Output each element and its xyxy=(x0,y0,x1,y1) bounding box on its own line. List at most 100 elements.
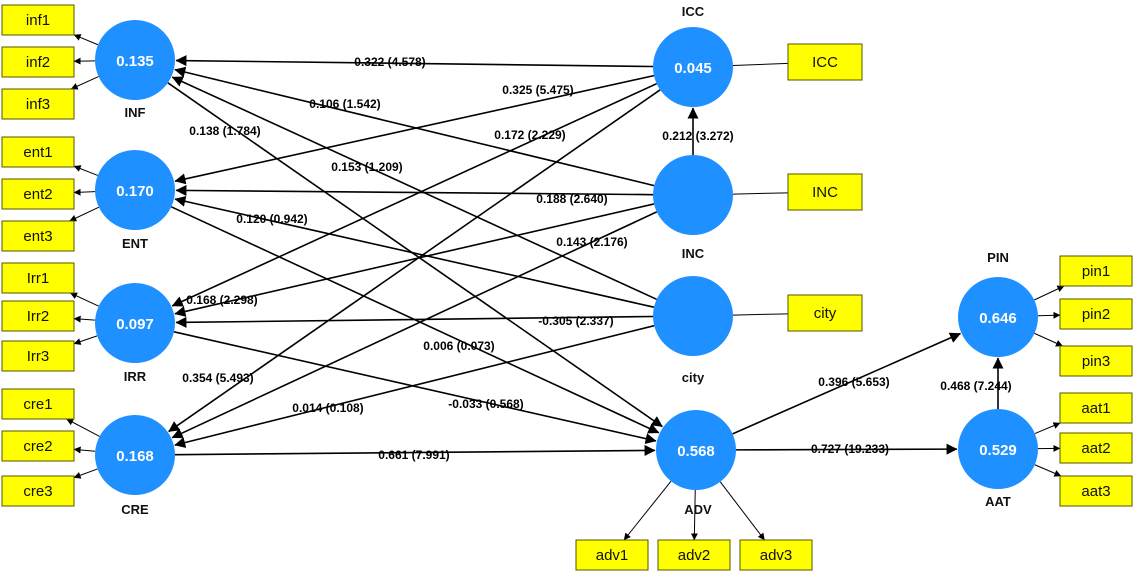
construct-node-pin[interactable] xyxy=(958,277,1038,357)
construct-node-aat[interactable] xyxy=(958,409,1038,489)
construct-r2-aat: 0.529 xyxy=(979,442,1017,459)
path-irr-to-adv xyxy=(173,331,657,445)
loading-line-adv-adv3 xyxy=(719,481,765,541)
indicator-box-pin1[interactable] xyxy=(1059,255,1133,287)
loading-line-ent-ent3 xyxy=(69,206,100,222)
construct-r2-inf: 0.135 xyxy=(116,53,154,70)
construct-r2-cre: 0.168 xyxy=(116,448,154,465)
indicator-layer: inf1inf2inf3ent1ent2ent3Irr1Irr2Irr3cre1… xyxy=(1,4,1133,571)
path-adv-to-pin xyxy=(732,332,961,435)
construct-node-cre[interactable] xyxy=(95,415,175,495)
indicator-label-inf2: inf2 xyxy=(26,54,50,71)
indicator-label-irr2: Irr2 xyxy=(27,308,50,325)
indicator-box-irr2[interactable] xyxy=(1,300,75,332)
loading-line-pin-pin3 xyxy=(1034,332,1063,347)
indicator-box-inf3[interactable] xyxy=(1,88,75,120)
construct-node-inc[interactable] xyxy=(653,155,733,235)
loading-line-icc-icc xyxy=(732,62,789,66)
indicator-box-ent3[interactable] xyxy=(1,220,75,252)
construct-node-city[interactable] xyxy=(653,276,733,356)
path-coefficient-icc-to-irr: 0.354 (5.493) xyxy=(182,371,253,385)
indicator-box-ent2[interactable] xyxy=(1,178,75,210)
path-inf-to-adv xyxy=(167,82,663,428)
path-coefficient-irr-to-adv: -0.033 (0.568) xyxy=(448,397,523,411)
construct-name-adv: ADV xyxy=(684,502,712,517)
indicator-box-aat3[interactable] xyxy=(1059,475,1133,507)
construct-r2-adv: 0.568 xyxy=(677,443,715,460)
path-coefficient-inc-to-inf: 0.106 (1.542) xyxy=(309,97,380,111)
construct-name-ent: ENT xyxy=(122,236,148,251)
indicator-box-inc[interactable] xyxy=(787,173,863,211)
path-icc-to-irr xyxy=(171,82,657,307)
indicator-box-irr1[interactable] xyxy=(1,262,75,294)
path-inc-to-cre xyxy=(171,211,658,439)
loading-line-inc-inc xyxy=(732,192,789,195)
indicator-label-adv3: adv3 xyxy=(760,547,793,564)
indicator-label-city: city xyxy=(814,305,837,322)
path-adv-to-aat xyxy=(735,443,958,455)
loading-line-cre-cre1 xyxy=(66,418,100,437)
loading-line-cre-cre2 xyxy=(73,446,96,454)
path-coefficient-icc-to-cre: 0.172 (2.229) xyxy=(494,128,565,142)
path-coefficient-icc-to-ent: 0.325 (5.475) xyxy=(502,83,573,97)
indicator-box-aat1[interactable] xyxy=(1059,392,1133,424)
indicator-box-pin2[interactable] xyxy=(1059,298,1133,330)
construct-layer: 0.135INF0.170ENT0.097IRR0.168CRE0.045ICC… xyxy=(95,4,1038,517)
construct-node-ent[interactable] xyxy=(95,150,175,230)
path-cre-to-adv xyxy=(174,444,656,456)
indicator-label-icc: ICC xyxy=(812,54,838,71)
construct-node-inf[interactable] xyxy=(95,20,175,100)
path-icc-to-inf xyxy=(175,55,654,68)
path-coefficient-city-to-cre: 0.014 (0.108) xyxy=(292,401,363,415)
indicator-label-cre3: cre3 xyxy=(23,483,52,500)
construct-node-icc[interactable] xyxy=(653,27,733,107)
path-coefficient-adv-to-pin: 0.396 (5.653) xyxy=(818,375,889,389)
construct-node-irr[interactable] xyxy=(95,283,175,363)
indicator-box-ent1[interactable] xyxy=(1,136,75,168)
path-coefficient-cre-to-adv: 0.661 (7.991) xyxy=(378,448,449,462)
indicator-box-adv3[interactable] xyxy=(739,539,813,571)
indicator-label-cre2: cre2 xyxy=(23,438,52,455)
path-coefficient-adv-to-aat: 0.727 (19.233) xyxy=(811,442,889,456)
indicator-label-adv2: adv2 xyxy=(678,547,711,564)
indicator-box-city[interactable] xyxy=(787,294,863,332)
path-inc-to-ent xyxy=(175,184,654,196)
indicator-box-cre1[interactable] xyxy=(1,388,75,420)
loading-line-irr-irr1 xyxy=(70,292,99,307)
path-inc-to-irr xyxy=(174,203,655,317)
indicator-box-adv1[interactable] xyxy=(575,539,649,571)
indicator-box-adv2[interactable] xyxy=(657,539,731,571)
path-coefficient-icc-to-inf: 0.322 (4.578) xyxy=(354,55,425,69)
connector-layer xyxy=(66,34,1065,541)
loading-line-aat-aat1 xyxy=(1034,422,1061,435)
indicator-box-aat2[interactable] xyxy=(1059,432,1133,464)
construct-node-adv[interactable] xyxy=(656,410,736,490)
loading-line-irr-irr3 xyxy=(73,335,98,345)
indicator-label-adv1: adv1 xyxy=(596,547,629,564)
path-coefficient-city-to-irr: -0.305 (2.337) xyxy=(538,314,613,328)
indicator-box-inf1[interactable] xyxy=(1,4,75,36)
indicator-label-aat2: aat2 xyxy=(1081,440,1110,457)
indicator-label-pin1: pin1 xyxy=(1082,263,1110,280)
loading-line-adv-adv2 xyxy=(690,489,698,541)
loading-line-pin-pin2 xyxy=(1037,311,1061,319)
path-city-to-inf xyxy=(171,76,657,301)
indicator-box-cre3[interactable] xyxy=(1,475,75,507)
indicator-label-aat3: aat3 xyxy=(1081,483,1110,500)
loading-line-pin-pin1 xyxy=(1033,285,1065,301)
construct-name-cre: CRE xyxy=(121,502,149,517)
indicator-box-icc[interactable] xyxy=(787,43,863,81)
indicator-box-pin3[interactable] xyxy=(1059,345,1133,377)
loading-line-adv-adv1 xyxy=(623,480,672,541)
path-inc-to-inf xyxy=(174,66,655,187)
indicator-label-ent1: ent1 xyxy=(23,144,52,161)
indicator-label-cre1: cre1 xyxy=(23,396,52,413)
indicator-box-irr3[interactable] xyxy=(1,340,75,372)
indicator-label-inf1: inf1 xyxy=(26,12,50,29)
loading-line-ent-ent2 xyxy=(73,188,96,196)
indicator-label-aat1: aat1 xyxy=(1081,400,1110,417)
indicator-box-inf2[interactable] xyxy=(1,46,75,78)
construct-name-inc: INC xyxy=(682,246,705,261)
path-coefficient-inc-to-cre: 0.143 (2.176) xyxy=(556,235,627,249)
indicator-box-cre2[interactable] xyxy=(1,430,75,462)
